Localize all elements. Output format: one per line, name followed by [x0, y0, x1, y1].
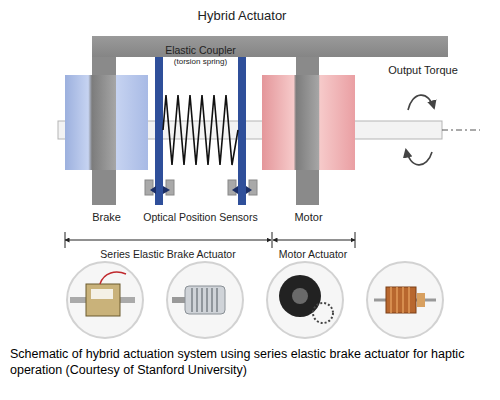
center-line [442, 130, 480, 131]
commutator [417, 293, 425, 307]
brake-plate [91, 289, 113, 299]
sensor-arrow [232, 186, 238, 194]
node-subtitle: (torsion spring) [138, 57, 263, 66]
encoder-gear [313, 303, 333, 323]
node-title: Hybrid Actuator [142, 9, 342, 24]
rotation-arrow [408, 95, 434, 110]
dimension-tick [65, 232, 66, 248]
armature-photo [367, 262, 443, 338]
photo-shaft [70, 297, 86, 303]
brake-box: Brake [65, 75, 148, 170]
dimension-line [273, 240, 355, 241]
optical-sensor [166, 180, 174, 195]
optical-sensor [249, 180, 257, 195]
sensor-photo [267, 262, 343, 338]
bracket-label: Motor Actuator [263, 248, 363, 260]
actuator-frame: Hybrid Actuator [92, 36, 448, 57]
elastic-coupler: Elastic Coupler(torsion spring) [163, 42, 238, 205]
coupler-plate [238, 40, 246, 205]
sensor-arrow [163, 186, 170, 194]
coupling-grooves [192, 288, 217, 312]
bracket-label: Series Elastic Brake Actuator [58, 248, 278, 260]
node-title: Elastic Coupler [138, 44, 263, 56]
dimension-tick [355, 232, 356, 248]
sensor-arrow [246, 186, 252, 194]
dimension-line [65, 240, 271, 241]
photo-frame [67, 262, 143, 338]
coupling-photo [167, 262, 243, 338]
sensor-label: Optical Position Sensors [138, 211, 263, 223]
brake-wire [100, 272, 126, 284]
motor-box: Motor [262, 75, 355, 170]
armature-windings [391, 287, 409, 313]
torsion-spring [163, 95, 238, 165]
brake-body [86, 284, 120, 316]
dimension-tick [272, 232, 273, 248]
rotation-arrow [406, 150, 432, 165]
photo-shaft [172, 297, 186, 303]
encoder-disk [279, 275, 321, 317]
sensor-arrow [150, 186, 156, 194]
photo-frame [167, 262, 243, 338]
brake-photo [67, 262, 143, 338]
photo-frame [367, 262, 443, 338]
optical-sensor [228, 180, 236, 195]
optical-sensor [145, 180, 153, 195]
coupling-body [185, 286, 225, 314]
photo-frame [267, 262, 343, 338]
encoder-hub [292, 288, 308, 304]
armature-core [386, 287, 416, 313]
node-title: Motor [247, 211, 370, 224]
figure-caption: Schematic of hybrid actuation system usi… [10, 346, 492, 378]
coupler-plate [155, 40, 163, 205]
photo-shaft [119, 297, 135, 303]
torque-label: Output Torque [378, 64, 468, 77]
